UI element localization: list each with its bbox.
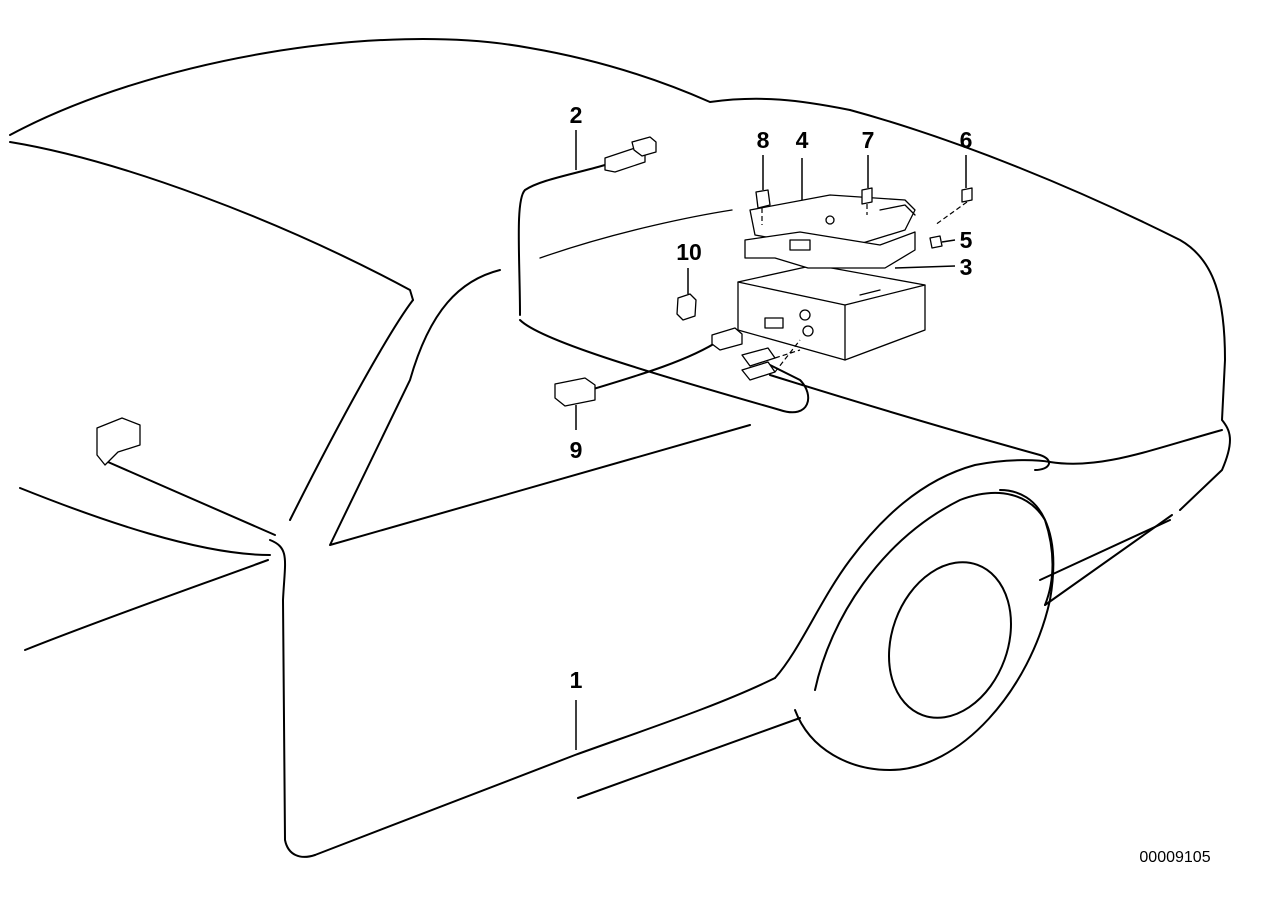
callout-8: 8	[757, 127, 770, 153]
screw-part-5	[929, 235, 943, 249]
callout-5: 5	[960, 227, 973, 253]
callout-2: 2	[570, 102, 583, 128]
car-body-outline	[9, 38, 1231, 858]
callout-1: 1	[570, 667, 583, 693]
screw-part-7	[861, 187, 873, 205]
diagram-reference-number: 00009105	[1139, 849, 1210, 866]
mounting-bracket	[744, 194, 916, 269]
callout-labels: 1 2 3 4 5 6 7 8 9 10	[570, 102, 973, 693]
callout-6: 6	[960, 127, 973, 153]
leader-lines	[575, 130, 967, 750]
clip-part	[676, 293, 697, 321]
radio-unit-box	[737, 264, 926, 381]
main-wiring-harness	[96, 164, 1050, 536]
callout-9: 9	[570, 437, 583, 463]
callout-7: 7	[862, 127, 875, 153]
fasteners	[755, 187, 973, 249]
screw-part-6	[961, 187, 973, 203]
antenna-cable-connector	[604, 136, 657, 173]
callout-10: 10	[676, 239, 702, 265]
callout-3: 3	[960, 254, 973, 280]
nut-part-8	[755, 189, 771, 209]
callout-4: 4	[796, 127, 809, 153]
data-cable	[554, 327, 743, 407]
